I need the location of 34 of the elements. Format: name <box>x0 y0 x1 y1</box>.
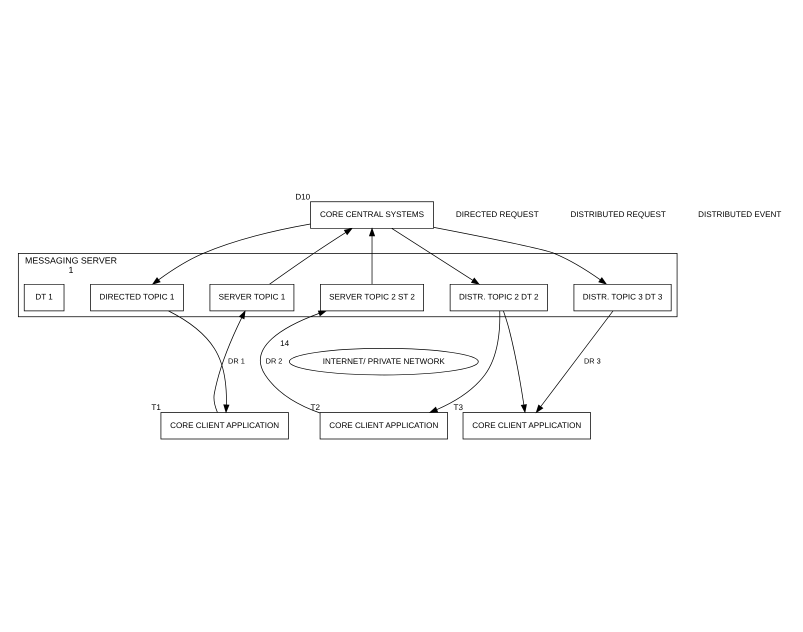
edge-label: DR 3 <box>584 356 601 366</box>
node-box: SERVER TOPIC 1 <box>210 284 294 312</box>
node-box: CORE CLIENT APPLICATION <box>320 412 448 440</box>
arrow <box>503 310 527 414</box>
arrow <box>152 224 311 285</box>
arrow <box>428 310 500 413</box>
arrow <box>168 310 230 414</box>
label: DIRECTED REQUEST <box>456 210 539 220</box>
node-box: SERVER TOPIC 2 ST 2 <box>320 284 424 312</box>
arrow <box>269 228 353 285</box>
label: DISTRIBUTED EVENT <box>698 210 782 220</box>
node-box: DISTR. TOPIC 3 DT 3 <box>574 284 672 312</box>
node-label: 1 <box>68 264 74 275</box>
node-label: 14 <box>280 339 290 348</box>
arrow <box>536 310 614 414</box>
arrow <box>368 227 376 285</box>
node-box: CORE CENTRAL SYSTEMS <box>310 201 434 229</box>
node-label: D10 <box>295 192 310 202</box>
node-box: CORE CLIENT APPLICATION <box>160 412 289 440</box>
node-box: DT 1 <box>24 284 64 312</box>
node-ellipse: INTERNET/ PRIVATE NETWORK <box>288 348 479 376</box>
node-label: T3 <box>454 403 463 412</box>
edge-label: DR 2 <box>266 356 282 366</box>
arrow <box>391 228 480 285</box>
node-box: DIRECTED TOPIC 1 <box>90 284 184 312</box>
node-label: T1 <box>151 403 161 412</box>
arrow <box>260 310 328 414</box>
edge-label: DR 1 <box>228 356 245 366</box>
arrow <box>214 310 246 413</box>
node-box: DISTR. TOPIC 2 DT 2 <box>450 284 548 312</box>
label: DISTRIBUTED REQUEST <box>570 210 666 220</box>
arrow <box>433 227 608 285</box>
node-label: T2 <box>310 403 320 412</box>
node-box: CORE CLIENT APPLICATION <box>462 412 591 440</box>
